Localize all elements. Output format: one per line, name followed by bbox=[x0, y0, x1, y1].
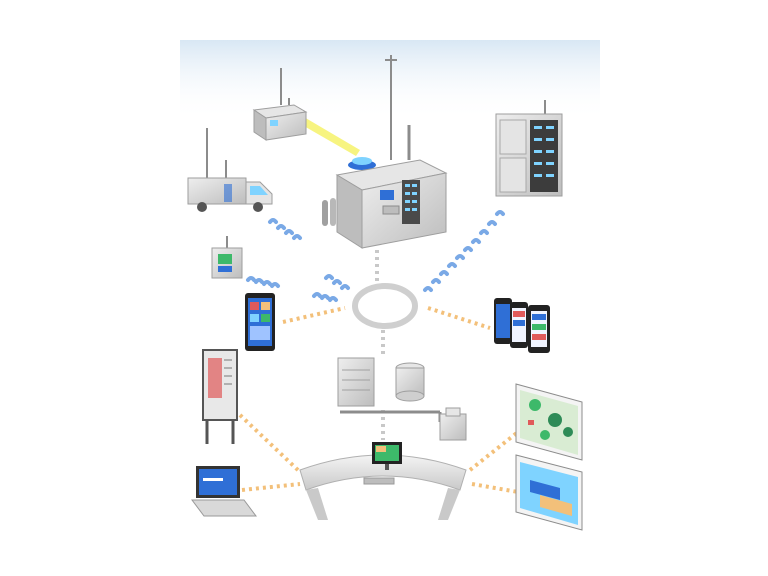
wireless-hub-left bbox=[312, 274, 350, 302]
laser-beam bbox=[290, 110, 360, 156]
main-station bbox=[322, 55, 448, 249]
mobile-van bbox=[187, 128, 273, 212]
workstation-desk bbox=[299, 442, 467, 520]
wireless-cabinet bbox=[423, 210, 505, 292]
backbone-links bbox=[375, 250, 385, 440]
wireless-van bbox=[268, 218, 302, 240]
wireless-links bbox=[246, 210, 505, 302]
small-kiosk bbox=[211, 236, 243, 279]
map-display bbox=[515, 383, 583, 461]
laptop bbox=[191, 466, 257, 517]
tablet bbox=[245, 293, 275, 351]
dashboard-display bbox=[515, 454, 583, 531]
analyzer-cabinet bbox=[495, 100, 563, 197]
server-stack bbox=[337, 357, 467, 441]
central-ring-hub bbox=[352, 283, 418, 329]
info-board bbox=[202, 349, 238, 444]
wired-links bbox=[238, 306, 520, 494]
smartphones bbox=[494, 298, 550, 353]
remote-shelter bbox=[252, 68, 308, 141]
wireless-kiosk bbox=[246, 276, 280, 288]
